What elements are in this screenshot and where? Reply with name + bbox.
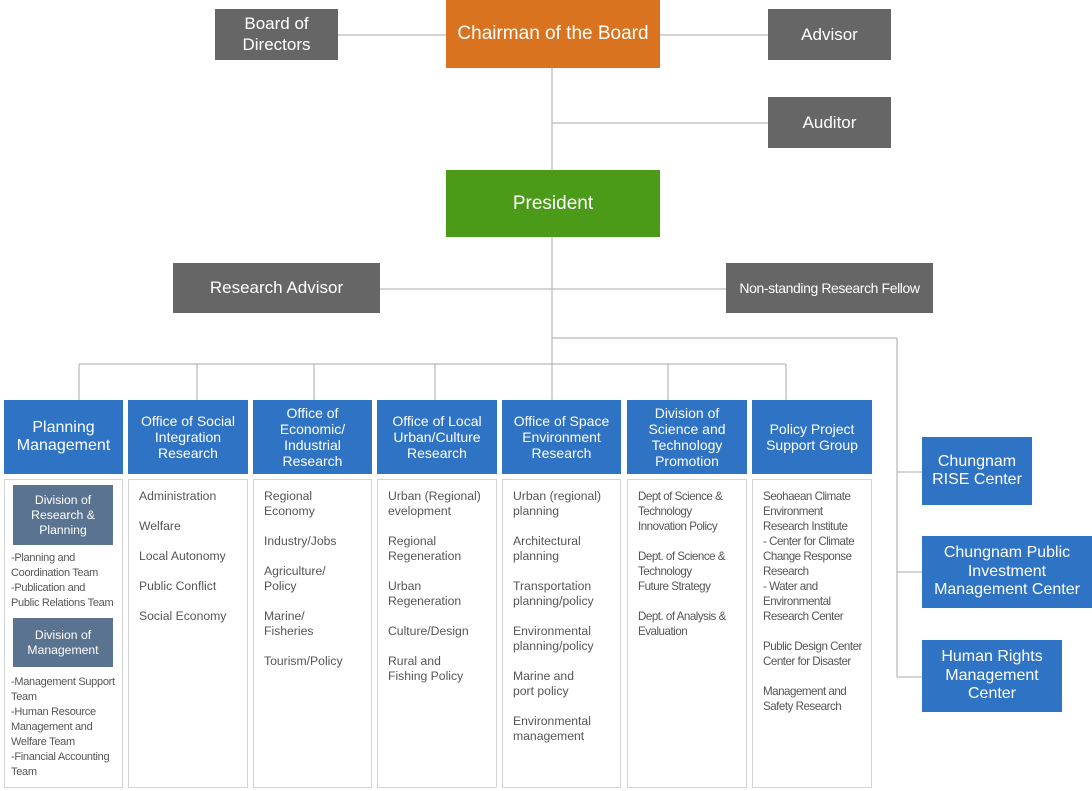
dept-science-technology: Division of Science and Technology Promo… — [627, 400, 747, 474]
economic-items-list: Regional Economy Industry/Jobs Agricultu… — [264, 489, 365, 684]
economic-industrial-column: Regional Economy Industry/Jobs Agricultu… — [253, 479, 372, 788]
investment-center-box: Chungnam Public Investment Management Ce… — [922, 536, 1092, 608]
board-of-directors-box: Board of Directors — [215, 9, 338, 60]
list-item: Urban (regional) planning — [513, 489, 602, 518]
list-item: Public Conflict — [139, 579, 217, 593]
list-item: Seohaean Climate Environment Research In… — [763, 490, 855, 623]
list-item: Culture/Design — [388, 624, 469, 638]
list-item: Transportation planning/policy — [513, 579, 594, 608]
research-advisor-box: Research Advisor — [173, 263, 380, 313]
dept-space-environment: Office of Space Environment Research — [502, 400, 621, 474]
list-item: Management and Safety Research — [763, 685, 847, 713]
dept-economic-industrial: Office of Economic/ Industrial Research — [253, 400, 372, 474]
policy-project-column: Seohaean Climate Environment Research In… — [752, 479, 872, 788]
list-item: Urban (Regional) evelopment — [388, 489, 481, 518]
advisor-box: Advisor — [768, 9, 891, 60]
list-item: Dept. of Science & Technology Future Str… — [638, 550, 726, 593]
list-item: Regional Regeneration — [388, 534, 462, 563]
list-item: Architectural planning — [513, 534, 581, 563]
dept-social-integration: Office of Social Integration Research — [128, 400, 248, 474]
dept-policy-project: Policy Project Support Group — [752, 400, 872, 474]
space-items-list: Urban (regional) planning Architectural … — [513, 489, 614, 759]
list-item: Dept. of Analysis & Evaluation — [638, 610, 726, 638]
list-item: Welfare — [139, 519, 181, 533]
president-box: President — [446, 170, 660, 237]
list-item: Social Economy — [139, 609, 227, 623]
list-item: Local Autonomy — [139, 549, 226, 563]
social-integration-column: Administration Welfare Local Autonomy Pu… — [128, 479, 248, 788]
list-item: Public Design Center Center for Disaster — [763, 640, 862, 668]
research-planning-teams: -Planning and Coordination Team -Publica… — [11, 552, 114, 609]
division-research-planning: Division of Research & Planning — [13, 485, 113, 545]
list-item: Marine/ Fisheries — [264, 609, 314, 638]
human-rights-center-box: Human Rights Management Center — [922, 640, 1062, 712]
local-urban-culture-column: Urban (Regional) evelopment Regional Reg… — [377, 479, 497, 788]
chairman-box: Chairman of the Board — [446, 0, 660, 68]
list-item: Environmental planning/policy — [513, 624, 594, 653]
list-item: Dept of Science & Technology Innovation … — [638, 490, 723, 533]
auditor-box: Auditor — [768, 97, 891, 148]
list-item: Rural and Fishing Policy — [388, 654, 464, 683]
list-item: Regional Economy — [264, 489, 315, 518]
list-item: Agriculture/ Policy — [264, 564, 326, 593]
urban-items-list: Urban (Regional) evelopment Regional Reg… — [388, 489, 490, 699]
policy-items-list: Seohaean Climate Environment Research In… — [763, 489, 865, 729]
management-teams: -Management Support Team -Human Resource… — [11, 676, 115, 778]
space-environment-column: Urban (regional) planning Architectural … — [502, 479, 621, 788]
science-items-list: Dept of Science & Technology Innovation … — [638, 489, 740, 654]
dept-planning-management: Planning Management — [4, 400, 123, 474]
social-items-list: Administration Welfare Local Autonomy Pu… — [139, 489, 241, 639]
list-item: Urban Regeneration — [388, 579, 462, 608]
rise-center-box: Chungnam RISE Center — [922, 437, 1032, 505]
list-item: Administration — [139, 489, 217, 503]
division-management: Division of Management — [13, 618, 113, 667]
research-fellow-box: Non-standing Research Fellow — [726, 263, 933, 313]
planning-management-column: Division of Research & Planning -Plannin… — [4, 479, 123, 788]
list-item: Marine and port policy — [513, 669, 574, 698]
science-technology-column: Dept of Science & Technology Innovation … — [627, 479, 747, 788]
list-item: Environmental management — [513, 714, 591, 743]
list-item: Industry/Jobs — [264, 534, 337, 548]
dept-local-urban-culture: Office of Local Urban/Culture Research — [377, 400, 497, 474]
list-item: Tourism/Policy — [264, 654, 343, 668]
